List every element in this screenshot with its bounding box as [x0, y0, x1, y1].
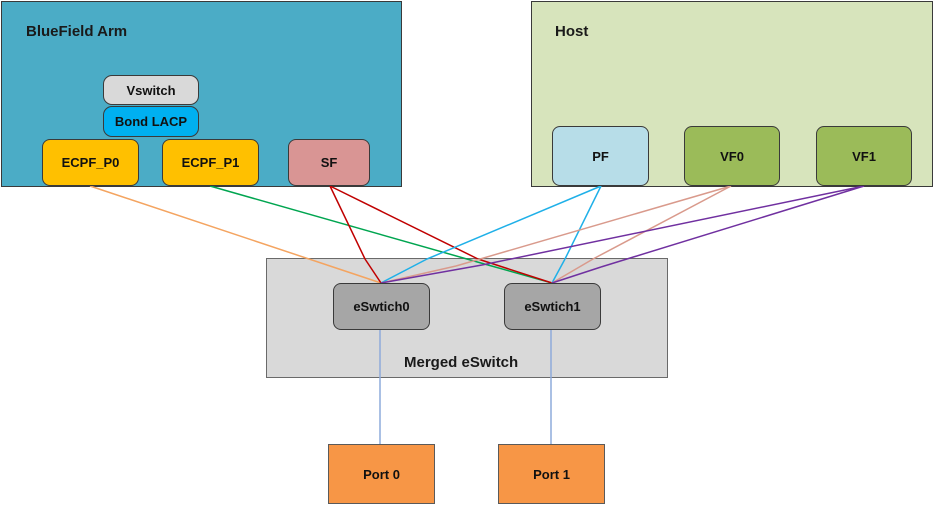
port1-node: Port 1	[498, 444, 605, 504]
vswitch-node: Vswitch	[103, 75, 199, 105]
merged-eswitch-panel: Merged eSwitch	[266, 258, 668, 378]
bluefield-arm-title: BlueField Arm	[26, 23, 128, 40]
bond-lacp-node: Bond LACP	[103, 106, 199, 137]
upper-link-sf-1	[329, 185, 479, 260]
upper-link-pf-1	[564, 185, 602, 260]
vf0-node: VF0	[684, 126, 780, 186]
upper-link-pf-0	[426, 185, 602, 260]
eswitch0-node: eSwtich0	[333, 283, 430, 330]
eswitch1-node: eSwtich1	[504, 283, 601, 330]
vf1-node: VF1	[816, 126, 912, 186]
upper-link-vf1-1	[600, 185, 865, 268]
upper-link-sf-0	[329, 185, 366, 260]
upper-link-ecpf-p1	[209, 185, 489, 266]
port0-node: Port 0	[328, 444, 435, 504]
upper-link-ecpf-p0	[89, 185, 328, 266]
upper-link-vf0-0	[455, 185, 732, 267]
pf-node: PF	[552, 126, 649, 186]
upper-link-vf1-0	[481, 185, 865, 266]
upper-link-vf0-1	[592, 185, 732, 260]
ecpf-p0-node: ECPF_P0	[42, 139, 139, 186]
sf-node: SF	[288, 139, 370, 186]
ecpf-p1-node: ECPF_P1	[162, 139, 259, 186]
merged-eswitch-title: Merged eSwitch	[404, 354, 519, 371]
host-title: Host	[555, 23, 589, 40]
